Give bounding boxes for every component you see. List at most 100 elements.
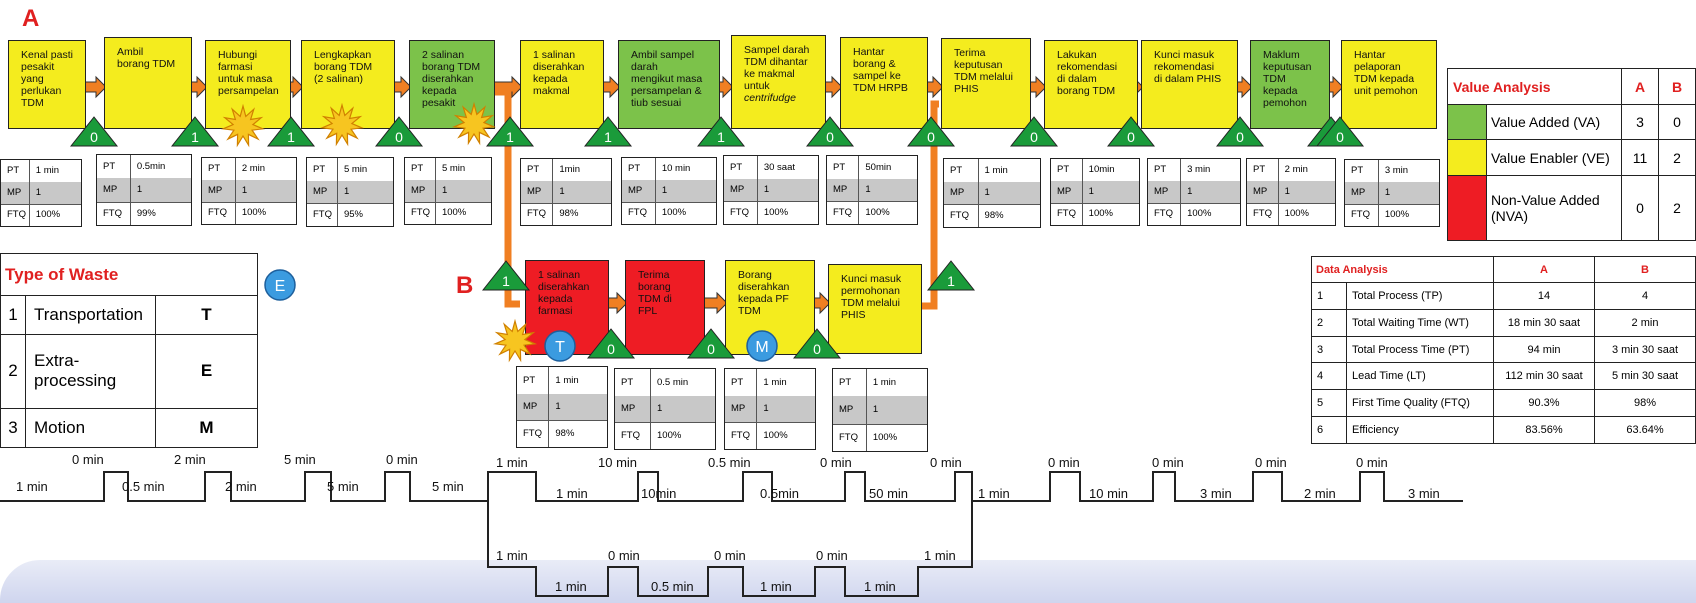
data-analysis-no: 5: [1311, 389, 1347, 418]
info-key: PT: [724, 156, 758, 179]
timeline-wait-time: 5 min: [284, 452, 316, 467]
info-value: 1: [1384, 187, 1391, 199]
info-key: FTQ: [725, 422, 758, 449]
waste-row: 3 Motion M: [0, 407, 258, 449]
inventory-triangle: [792, 328, 842, 359]
process-text-line: persampelan: [218, 85, 279, 97]
process-text-line: TDM melalui: [954, 71, 1013, 83]
info-key: MP: [1345, 181, 1379, 204]
info-value: 1: [657, 403, 663, 415]
info-key: PT: [833, 369, 867, 397]
info-value: 100%: [763, 207, 789, 219]
waste-name: Transportation: [25, 294, 156, 336]
section-b-label: B: [456, 272, 474, 299]
info-key: PT: [517, 367, 550, 394]
data-analysis-label: First Time Quality (FTQ): [1346, 389, 1494, 418]
info-value: 1: [865, 184, 871, 196]
waste-no: 1: [0, 294, 26, 336]
info-key: FTQ: [521, 202, 554, 225]
waste-name: Extra-processing: [25, 334, 156, 409]
timeline-b-process-time: 1 min: [555, 579, 587, 594]
value-analysis-col-a: A: [1621, 68, 1659, 105]
info-key: FTQ: [1148, 202, 1182, 225]
process-text-line: permohonan: [841, 285, 900, 297]
inventory-count: 1: [502, 273, 510, 289]
waste-code: M: [155, 407, 258, 449]
info-value: 1: [343, 186, 350, 198]
info-key: MP: [517, 393, 550, 421]
value-analysis-label: Value Enabler (VE): [1486, 139, 1622, 176]
data-analysis-row: 5 First Time Quality (FTQ) 90.3% 98%: [1311, 389, 1696, 418]
timeline-wait-time: 1 min: [496, 455, 528, 470]
timeline-wait-time: 2 min: [174, 452, 206, 467]
process-text-line: Terima: [638, 269, 670, 281]
info-value: 100%: [763, 430, 788, 442]
timeline-process-time: 5 min: [432, 479, 464, 494]
process-text-line: Ambil: [117, 46, 144, 58]
waste-title: Type of Waste: [0, 253, 258, 296]
inventory-count: 1: [191, 129, 199, 145]
info-value: 1: [661, 185, 668, 197]
timeline-process-time: 50 min: [869, 486, 909, 501]
timeline-b-line: [487, 501, 973, 597]
process-text-line: TDM: [738, 305, 761, 317]
info-value: 1: [241, 185, 248, 197]
inventory-count: 0: [927, 129, 935, 145]
data-analysis-b: 98%: [1594, 389, 1696, 418]
timeline-wait-time: 0 min: [72, 452, 104, 467]
inventory-count: 1: [604, 129, 612, 145]
data-analysis-row: 1 Total Process (TP) 14 4: [1311, 282, 1696, 310]
process-text-line: borang: [638, 281, 671, 293]
value-analysis-b: 2: [1658, 174, 1696, 242]
info-value: 100%: [865, 207, 890, 219]
info-key: MP: [833, 396, 867, 424]
inventory-count: 1: [287, 129, 295, 145]
timeline-process-time: 1 min: [978, 486, 1010, 501]
info-value: 5 min: [441, 163, 466, 175]
info-value: 1: [1088, 186, 1094, 198]
inventory-triangle: [1215, 116, 1265, 147]
info-value: 100%: [1088, 208, 1113, 220]
inventory-triangle: [481, 260, 531, 291]
info-key: FTQ: [1, 203, 30, 226]
process-text-line: Hantar: [1354, 49, 1386, 61]
process-text-line: ke makmal: [744, 68, 795, 80]
timeline-wait-time: 0 min: [930, 455, 962, 470]
info-value: 1: [136, 184, 143, 196]
process-text-line: 1 salinan: [533, 49, 576, 61]
info-key: PT: [1051, 159, 1083, 181]
branch-connector-down: [492, 88, 520, 308]
data-analysis-a: 83.56%: [1493, 416, 1595, 444]
info-value: 100%: [1384, 209, 1410, 221]
process-text-line: borang TDM: [1057, 85, 1116, 97]
waste-no: 3: [0, 407, 26, 449]
info-value: 95%: [343, 209, 363, 221]
info-value: 98%: [559, 208, 579, 220]
data-analysis-no: 4: [1311, 362, 1347, 391]
inventory-triangle: [1106, 116, 1156, 147]
info-key: FTQ: [405, 201, 436, 224]
process-text-line: Borang: [738, 269, 772, 281]
info-value: 50min: [865, 161, 892, 173]
info-value: 98%: [555, 428, 575, 440]
timeline-wait-time: 0 min: [1152, 455, 1184, 470]
info-key: FTQ: [1247, 202, 1279, 225]
info-value: 100%: [35, 209, 61, 221]
process-text-line: keputusan: [1263, 61, 1312, 73]
timeline-process-time: 2 min: [1304, 486, 1336, 501]
info-value: 1: [1187, 186, 1193, 198]
data-analysis-b: 3 min 30 saat: [1594, 335, 1696, 364]
timeline-process-time: 2 min: [225, 479, 257, 494]
